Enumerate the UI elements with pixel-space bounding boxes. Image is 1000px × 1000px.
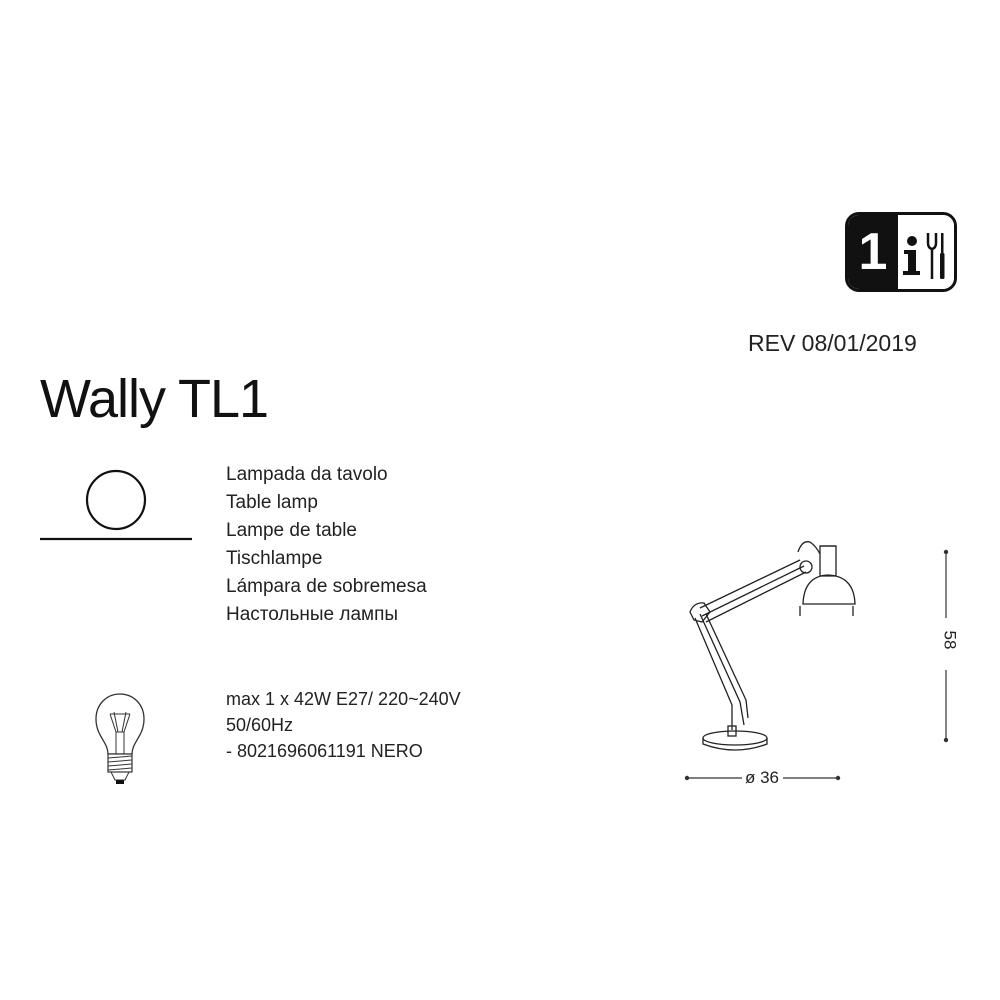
type-es: Lámpara de sobremesa — [226, 576, 427, 597]
spec-power: max 1 x 42W E27/ 220~240V — [226, 689, 461, 709]
type-de: Tischlampe — [226, 548, 323, 569]
diameter-dimension-label: ø 36 — [745, 768, 780, 787]
height-dimension-label: 58 — [940, 630, 960, 650]
type-fr: Lampe de table — [226, 520, 357, 541]
spec-frequency: 50/60Hz — [226, 715, 294, 735]
type-en: Table lamp — [226, 492, 318, 513]
desk-lamp-drawing — [684, 541, 949, 781]
product-type-list: Lampada da tavolo Table lamp Lampe de ta… — [226, 461, 427, 629]
bulb-icon — [95, 693, 145, 784]
product-title: Wally TL1 — [40, 369, 269, 429]
badge-number: 1 — [848, 215, 898, 289]
badge-icons — [898, 215, 954, 289]
instruction-badge: 1 — [845, 212, 957, 292]
table-mount-icon — [40, 469, 192, 541]
type-ru: Настольные лампы — [226, 604, 399, 625]
revision-date: REV 08/01/2019 — [748, 330, 917, 356]
info-tools-icon — [903, 233, 945, 279]
spec-code: - 8021696061191 NERO — [226, 741, 423, 761]
specs-list: max 1 x 42W E27/ 220~240V 50/60Hz - 8021… — [226, 686, 461, 764]
type-it: Lampada da tavolo — [226, 464, 388, 485]
